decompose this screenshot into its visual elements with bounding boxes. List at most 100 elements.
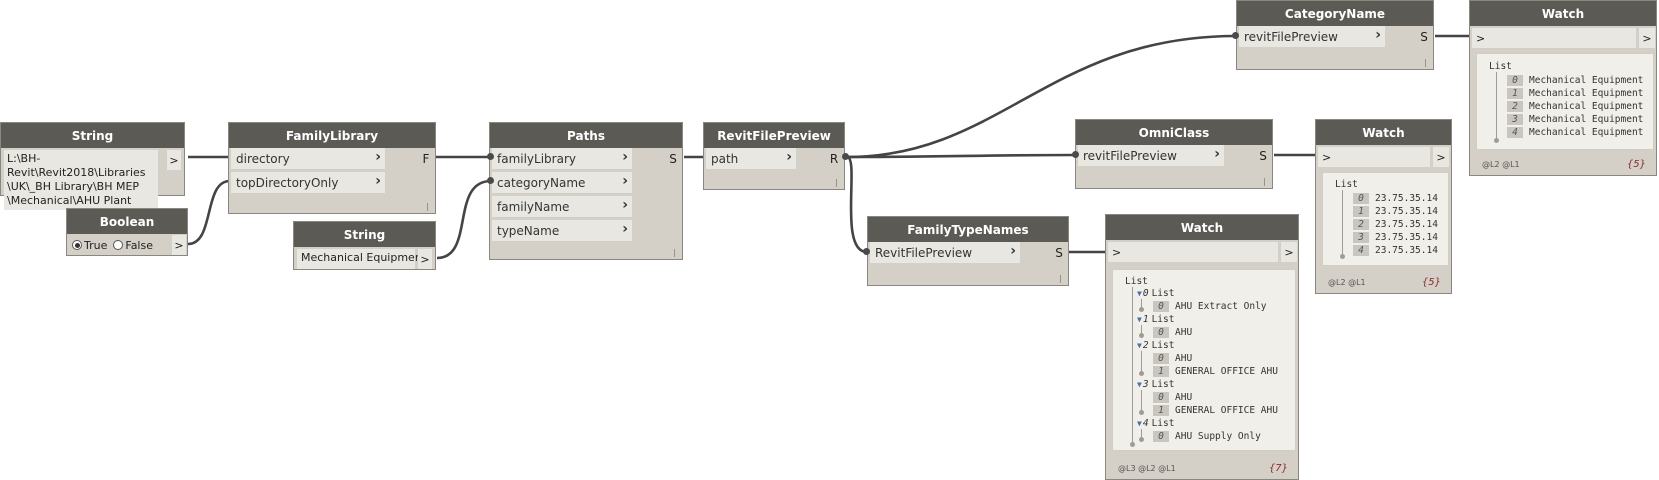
input-port-revitfilepreview[interactable]: revitFilePreview ›: [1239, 26, 1385, 47]
wire-end-dot: [1232, 32, 1239, 39]
boolean-title: Boolean: [67, 209, 187, 234]
wire-boolean-to-topdirectoryonly[interactable]: [187, 179, 231, 246]
input-port-typename[interactable]: typeName ›: [492, 220, 632, 241]
input-port-familylibrary[interactable]: familyLibrary ›: [492, 148, 632, 169]
categoryname-node[interactable]: CategoryName revitFilePreview › S |: [1236, 0, 1434, 70]
expand-triangle-icon[interactable]: ▼: [1137, 340, 1142, 350]
radio-true-icon[interactable]: [72, 240, 82, 250]
boolean-true-option[interactable]: True: [72, 239, 107, 252]
topdirectoryonly-label: topDirectoryOnly: [236, 175, 339, 190]
wire-end-dot: [863, 248, 870, 255]
chevron-right-icon: ›: [622, 197, 628, 213]
revitfilepreview-label: revitFilePreview: [1244, 29, 1338, 44]
string-category-node[interactable]: String Mechanical Equipment >: [293, 221, 436, 270]
node-resize-mark: |: [835, 178, 838, 187]
watch-output-port[interactable]: >: [1281, 242, 1297, 262]
output-port-f[interactable]: F: [422, 151, 430, 166]
tree-end-dot: [1340, 254, 1345, 259]
input-port-categoryname[interactable]: categoryName ›: [492, 172, 632, 193]
expand-triangle-icon[interactable]: ▼: [1137, 288, 1142, 298]
revitfilepreview-node[interactable]: RevitFilePreview path › R |: [703, 122, 845, 190]
familylibrary-node[interactable]: FamilyLibrary directory › topDirectoryOn…: [228, 122, 436, 214]
node-resize-mark: |: [1059, 274, 1062, 283]
string-path-node[interactable]: String L:\BH-Revit\Revit2018\Libraries \…: [0, 122, 185, 210]
string-path-input[interactable]: L:\BH-Revit\Revit2018\Libraries \UK\_BH …: [4, 150, 158, 210]
expand-triangle-icon[interactable]: ▼: [1137, 379, 1142, 389]
input-port-revitfilepreview[interactable]: RevitFilePreview ›: [870, 242, 1020, 263]
wire-end-dot: [1072, 151, 1079, 158]
boolean-options: True False: [72, 236, 153, 254]
output-port-s[interactable]: S: [1259, 148, 1267, 163]
tree-line: [1141, 325, 1142, 335]
boolean-false-label: False: [125, 238, 153, 252]
boolean-output-port[interactable]: >: [172, 235, 186, 255]
tree-line: [1496, 72, 1497, 140]
familytypenames-node[interactable]: FamilyTypeNames RevitFilePreview › S |: [867, 216, 1069, 286]
node-resize-mark: |: [426, 202, 429, 211]
chevron-right-icon: ›: [375, 149, 381, 165]
expand-triangle-icon[interactable]: ▼: [1137, 314, 1142, 324]
chevron-right-icon: ›: [622, 173, 628, 189]
watch-output-port[interactable]: >: [1433, 147, 1449, 167]
familyname-label: familyName: [497, 199, 570, 214]
input-port-path[interactable]: path ›: [706, 148, 796, 169]
wire-end-dot: [487, 153, 494, 160]
string-path-title: String: [1, 123, 184, 148]
string-category-output-port[interactable]: >: [418, 249, 432, 269]
input-port-revitfilepreview[interactable]: revitFilePreview ›: [1078, 145, 1224, 166]
output-port-s[interactable]: S: [1055, 245, 1063, 260]
boolean-true-label: True: [84, 238, 108, 252]
output-port-s[interactable]: S: [669, 151, 677, 166]
tree-line: [1342, 190, 1343, 256]
tree-line: [1141, 299, 1142, 309]
chevron-right-icon: ›: [1010, 243, 1016, 259]
string-category-input[interactable]: Mechanical Equipment: [297, 249, 426, 269]
omniclass-node[interactable]: OmniClass revitFilePreview › S |: [1075, 119, 1273, 189]
categoryname-label: categoryName: [497, 175, 586, 190]
watch-title: Watch: [1316, 120, 1451, 145]
chevron-right-icon: ›: [622, 149, 628, 165]
watch-input-port[interactable]: >: [1318, 147, 1430, 167]
wire-string-to-categoryname[interactable]: [436, 179, 492, 260]
radio-false-icon[interactable]: [113, 240, 124, 250]
input-port-familyname[interactable]: familyName ›: [492, 196, 632, 217]
input-port-directory[interactable]: directory ›: [231, 148, 385, 169]
tree-end-dot: [1130, 442, 1135, 447]
output-port-s[interactable]: S: [1420, 29, 1428, 44]
tree-end-dot: [1139, 333, 1144, 338]
wire-preview-to-familytypenames[interactable]: [846, 155, 868, 254]
expand-triangle-icon[interactable]: ▼: [1137, 418, 1142, 428]
watch-root-label: List: [1335, 178, 1358, 190]
watch-output-port[interactable]: >: [1639, 28, 1655, 48]
tree-end-dot: [1139, 410, 1144, 415]
path-label: path: [711, 151, 739, 166]
boolean-node[interactable]: Boolean True False >: [66, 208, 188, 256]
boolean-false-option[interactable]: False: [113, 239, 153, 252]
output-port-r[interactable]: R: [829, 151, 839, 166]
revitfilepreview-label: RevitFilePreview: [875, 245, 973, 260]
wire-preview-to-omniclass[interactable]: [846, 153, 1077, 159]
input-port-topdirectoryonly[interactable]: topDirectoryOnly ›: [231, 172, 385, 193]
watch-input-port[interactable]: >: [1108, 242, 1278, 262]
string-path-output-port[interactable]: >: [167, 150, 181, 170]
paths-node[interactable]: Paths familyLibrary › categoryName › fam…: [489, 122, 683, 260]
wire-preview-to-categoryname[interactable]: [846, 34, 1237, 159]
watch-input-port[interactable]: >: [1472, 28, 1636, 48]
